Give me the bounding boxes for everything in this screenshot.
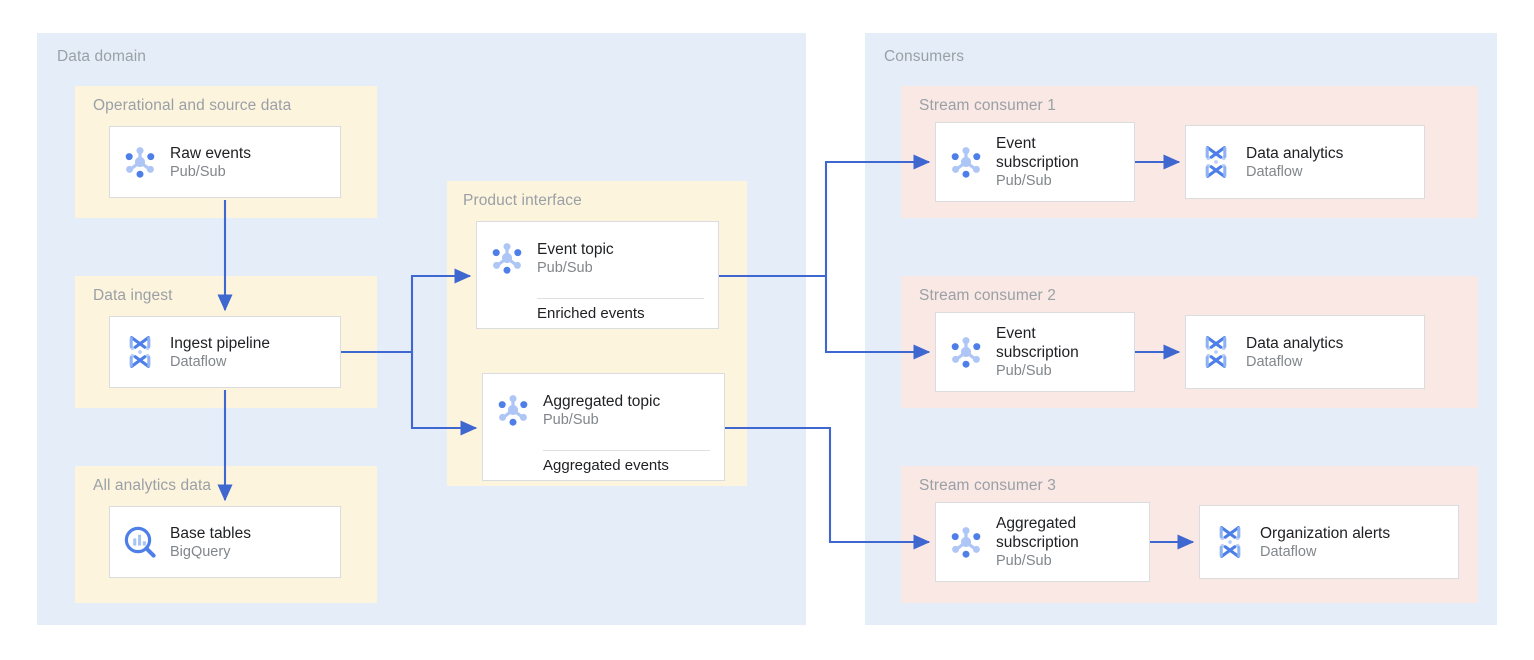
card-aggregated-subscription-3[interactable]: Aggregated subscription Pub/Sub (935, 502, 1150, 582)
card-title: Ingest pipeline (170, 334, 270, 352)
panel-consumers-label: Consumers (884, 48, 965, 65)
card-divider (537, 298, 704, 299)
group-all-analytics-data-label: All analytics data (93, 477, 212, 494)
card-event-topic[interactable]: Event topic Pub/Sub Enriched events (476, 221, 719, 329)
group-stream-consumer-3-label: Stream consumer 3 (919, 477, 1056, 494)
dataflow-icon (1186, 142, 1246, 182)
card-title: Data analytics (1246, 334, 1344, 352)
card-base-tables[interactable]: Base tables BigQuery (109, 506, 341, 578)
pubsub-icon (936, 142, 996, 182)
group-stream-consumer-2-label: Stream consumer 2 (919, 287, 1056, 304)
dataflow-icon (110, 332, 170, 372)
group-operational-and-source-data-label: Operational and source data (93, 97, 292, 114)
card-raw-events[interactable]: Raw events Pub/Sub (109, 126, 341, 198)
card-subtitle: Pub/Sub (996, 363, 1052, 379)
pubsub-icon (483, 390, 543, 430)
pubsub-icon (477, 238, 537, 278)
card-caption: Enriched events (537, 305, 645, 322)
card-subtitle: Dataflow (1260, 543, 1317, 560)
card-aggregated-topic[interactable]: Aggregated topic Pub/Sub Aggregated even… (482, 373, 725, 481)
card-title: Event topic (537, 240, 614, 258)
card-subtitle: Pub/Sub (537, 259, 593, 276)
pubsub-icon (110, 142, 170, 182)
card-title: Aggregated subscription (996, 515, 1079, 551)
card-event-subscription-1[interactable]: Event subscription Pub/Sub (935, 122, 1135, 202)
card-title: Event subscription (996, 325, 1079, 361)
card-subtitle: Pub/Sub (170, 163, 226, 180)
group-stream-consumer-1-label: Stream consumer 1 (919, 97, 1056, 114)
card-subtitle: Pub/Sub (996, 553, 1052, 569)
bigquery-icon (110, 522, 170, 562)
card-subtitle: Dataflow (1246, 163, 1303, 180)
card-ingest-pipeline[interactable]: Ingest pipeline Dataflow (109, 316, 341, 388)
card-subtitle: BigQuery (170, 543, 231, 560)
card-subtitle: Dataflow (170, 353, 227, 370)
card-title: Data analytics (1246, 144, 1344, 162)
card-subtitle: Dataflow (1246, 353, 1303, 370)
pubsub-icon (936, 332, 996, 372)
card-title: Raw events (170, 144, 251, 162)
card-subtitle: Pub/Sub (996, 173, 1052, 189)
card-title: Aggregated topic (543, 392, 661, 410)
card-organization-alerts[interactable]: Organization alerts Dataflow (1199, 505, 1459, 579)
group-product-interface-label: Product interface (463, 192, 582, 209)
card-subtitle: Pub/Sub (543, 411, 599, 428)
pubsub-icon (936, 522, 996, 562)
dataflow-icon (1186, 332, 1246, 372)
card-caption: Aggregated events (543, 457, 669, 474)
card-data-analytics-1[interactable]: Data analytics Dataflow (1185, 125, 1425, 199)
group-data-ingest-label: Data ingest (93, 287, 173, 304)
card-title: Event subscription (996, 135, 1079, 171)
card-title: Base tables (170, 524, 251, 542)
panel-data-domain-label: Data domain (57, 48, 146, 65)
card-title: Organization alerts (1260, 524, 1391, 542)
card-divider (543, 450, 710, 451)
card-event-subscription-2[interactable]: Event subscription Pub/Sub (935, 312, 1135, 392)
dataflow-icon (1200, 522, 1260, 562)
card-data-analytics-2[interactable]: Data analytics Dataflow (1185, 315, 1425, 389)
